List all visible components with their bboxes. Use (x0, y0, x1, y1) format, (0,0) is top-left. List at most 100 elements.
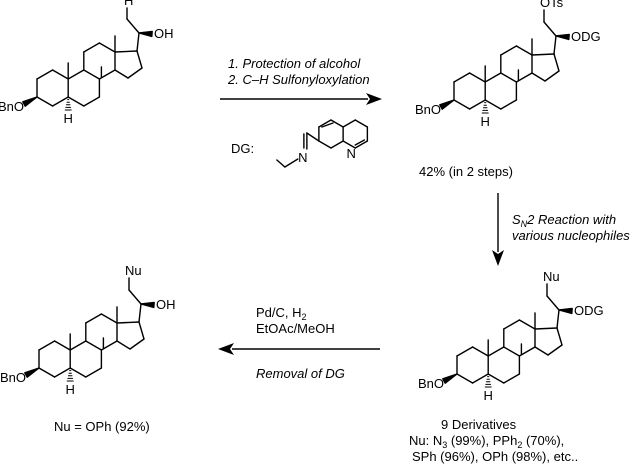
ring-bond (531, 53, 555, 56)
molecule-drawings (22, 7, 573, 388)
ring-bond (53, 367, 71, 378)
bno-label: BnO (0, 99, 24, 114)
ring-bond (114, 69, 129, 79)
ring-bond (83, 96, 101, 107)
ring-bond (67, 96, 85, 107)
quinoline-bond (318, 140, 332, 149)
ring-bond (127, 67, 143, 79)
ring-bond (38, 340, 56, 351)
quinoline-double-bond (321, 122, 334, 128)
ring-bond (534, 327, 558, 330)
c20-oxygen-label: OH (156, 297, 176, 312)
ring-bond (553, 53, 560, 72)
ring-bond (53, 340, 71, 351)
c20-oxygen-wedge (140, 301, 155, 309)
c3-oxygen-wedge (439, 99, 455, 110)
quinoline-double-bond (354, 139, 366, 146)
ring-bond (69, 367, 87, 378)
c20-oxygen-wedge (558, 307, 573, 315)
ring-bond (484, 99, 502, 110)
ring-bond (515, 45, 533, 56)
final-product-caption: Nu = OPh (92%) (54, 419, 150, 434)
ring-bond (456, 373, 474, 384)
bno-label: BnO (418, 376, 444, 391)
ring-bond (136, 50, 143, 69)
c20-oxygen-wedge (138, 30, 153, 38)
quinoline-bond (354, 119, 369, 128)
c5-h-hash (64, 99, 72, 111)
ring-bond (114, 50, 138, 53)
step3-reagent-2: EtOAc/MeOH (256, 321, 335, 336)
quinoline-bond (354, 140, 369, 149)
ring-bond (98, 42, 116, 53)
ring-bond (83, 69, 101, 80)
step1-yield: 42% (in 2 steps) (419, 164, 513, 179)
ring-bond (453, 72, 471, 83)
quinoline-bond (330, 140, 344, 149)
c17-c20-bond (136, 32, 140, 52)
derivatives-title: 9 Derivatives (441, 417, 517, 432)
quinoline-n-label: N (347, 146, 356, 161)
ring-bond (500, 99, 518, 110)
c20-oxygen-label: ODG (571, 29, 601, 44)
ring-bond (100, 340, 118, 351)
ring-bond (85, 340, 103, 351)
ring-bond (453, 99, 471, 110)
quinoline-bond (330, 119, 344, 128)
reaction-arrows (218, 93, 504, 355)
h-label: H (484, 388, 493, 403)
ring-bond (38, 367, 56, 378)
step3-reagent-1: Pd/C, H2 (256, 305, 307, 322)
quinoline-bond (342, 140, 356, 149)
arrowhead-step2 (492, 250, 504, 266)
c20-c21-bond (546, 295, 560, 311)
quinoline-bond (342, 119, 356, 128)
ring-bond (116, 340, 131, 350)
ring-bond (51, 69, 69, 80)
c17-c20-bond (553, 35, 557, 55)
ring-bond (503, 373, 521, 384)
ring-bond (544, 70, 560, 82)
quinoline-bond (318, 119, 332, 128)
ring-bond (98, 69, 116, 80)
c5-h-hash (481, 102, 489, 114)
c5-h-hash (66, 370, 74, 382)
ring-bond (503, 319, 521, 330)
ring-bond (471, 346, 489, 357)
step1-condition-1: 1. Protection of alcohol (228, 56, 361, 71)
h-label: H (481, 114, 490, 129)
n-methyl-bond-2 (276, 159, 286, 168)
ring-bond (556, 327, 563, 346)
ring-bond (518, 319, 536, 330)
c3-oxygen-wedge (442, 373, 458, 384)
ring-bond (468, 72, 486, 83)
ring-bond (67, 69, 85, 80)
ring-bond (456, 346, 474, 357)
c20-oxygen-label: OH (154, 26, 174, 41)
ring-bond (487, 346, 505, 357)
h-label: H (66, 382, 75, 397)
n-methyl-bond (284, 158, 299, 168)
c21-h-label: H (124, 0, 133, 8)
ring-bond (471, 373, 489, 384)
ring-bond (100, 313, 118, 324)
c20-c21-bond (126, 18, 140, 34)
c21-substituent-label: Nu (125, 263, 142, 278)
c17-c20-bond (556, 309, 560, 329)
ring-bond (518, 346, 536, 357)
ring-bond (36, 96, 54, 107)
ring-bond (534, 346, 549, 356)
c21-substituent-label: Nu (543, 269, 560, 284)
derivatives-line-2: Nu: N3 (99%), PPh2 (70%), (409, 433, 564, 450)
step3-removal: Removal of DG (256, 366, 345, 381)
derivatives-line-3: SPh (96%), OPh (98%), etc.. (412, 449, 578, 464)
ring-bond (36, 69, 54, 80)
ring-bond (500, 45, 518, 56)
bno-label: BnO (415, 102, 441, 117)
ring-bond (51, 96, 69, 107)
c17-c20-bond (138, 303, 142, 323)
ring-bond (85, 367, 103, 378)
ring-bond (515, 72, 533, 83)
